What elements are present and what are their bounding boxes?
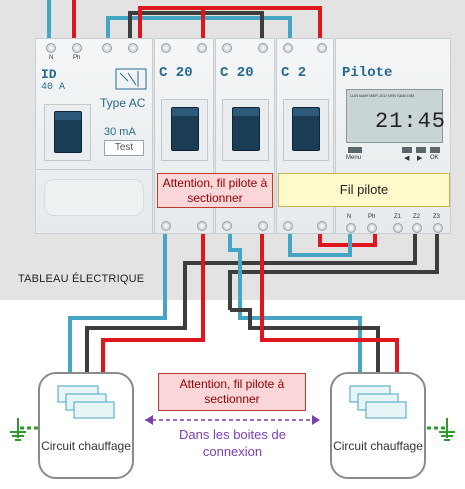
terminal-screw [72, 43, 82, 53]
ok-key-label: OK [430, 155, 439, 161]
pilot-output-wire [318, 232, 377, 247]
breaker-toggle[interactable] [292, 107, 320, 151]
terminal-label-ph: Ph [368, 214, 376, 220]
terminal-screw [102, 43, 112, 53]
terminal-screw [283, 43, 293, 53]
arrow-left-icon: ◀ [404, 155, 410, 162]
breaker-title: C 20 [220, 65, 254, 81]
c20-b-phase [260, 232, 399, 372]
module-lower-face [44, 179, 144, 216]
c20-a-neutral [68, 232, 167, 372]
terminal-screw [317, 221, 327, 231]
terminal-label-n: N [49, 55, 54, 61]
terminal-label-z1: Z1 [394, 214, 402, 220]
programmer-display: LUN MAR MER JEU VEN SAM DIM 21:45 [346, 89, 447, 143]
terminal-screw [283, 221, 293, 231]
main-toggle[interactable] [54, 111, 82, 153]
heater-label: Circuit chauffage [333, 439, 423, 453]
sensitivity-label: 30 mA [104, 126, 136, 138]
terminal-screw [433, 223, 443, 233]
terminal-screw [46, 43, 56, 53]
menu-key[interactable] [348, 147, 362, 153]
programmer-title: Pilote [342, 65, 393, 81]
terminal-screw [258, 43, 268, 53]
panel-label: TABLEAU ÉLECTRIQUE [18, 273, 145, 285]
terminal-screw [367, 223, 377, 233]
display-days: LUN MAR MER JEU VEN SAM DIM [350, 93, 415, 98]
terminal-screw [222, 221, 232, 231]
module-divider [36, 169, 152, 170]
panel-warning-callout: Attention, fil pilote à sectionner [157, 173, 273, 208]
radiator-icon [349, 385, 407, 419]
terminal-screw [258, 221, 268, 231]
radiator-icon [57, 385, 115, 419]
terminal-screw [222, 43, 232, 53]
test-button[interactable]: Test [104, 140, 144, 156]
breaker-title: C 20 [159, 65, 193, 81]
circuit-symbol-icon [115, 68, 147, 90]
heater-label: Circuit chauffage [41, 439, 131, 453]
connection-box-note: Dans les boites de connexion [179, 427, 286, 459]
module-rating: 40 A [41, 82, 66, 93]
terminal-label-n: N [347, 214, 352, 220]
z3-pilot-wire [228, 232, 439, 310]
display-time: 21:45 [375, 109, 447, 134]
top-phase-bridge [138, 6, 322, 40]
connection-arrow [145, 415, 320, 425]
terminal-screw [128, 43, 138, 53]
terminal-label-z3: Z3 [433, 214, 441, 220]
terminal-screw [393, 223, 403, 233]
terminal-screw [317, 43, 327, 53]
earth-left [10, 418, 38, 441]
top-neutral-bridge [106, 16, 292, 40]
c20-a-pilot [85, 300, 187, 372]
earth-right [427, 418, 455, 441]
ok-key[interactable] [430, 147, 440, 153]
terminal-screw [161, 43, 171, 53]
terminal-screw [161, 221, 171, 231]
heater-circuit-right: Circuit chauffage [330, 372, 426, 479]
c20-b-pilot [230, 308, 380, 372]
menu-key-label: Menu [346, 155, 362, 161]
module-title: ID [41, 67, 57, 82]
arrow-right-icon: ▶ [417, 155, 423, 162]
middle-warning-callout: Attention, fil pilote à sectionner [158, 373, 306, 411]
terminal-screw [412, 223, 422, 233]
terminal-screw [346, 223, 356, 233]
breaker-title: C 2 [281, 65, 307, 81]
z2-pilot-wire [183, 232, 417, 300]
right-key[interactable] [416, 147, 426, 153]
terminal-label-z2: Z2 [413, 214, 421, 220]
breaker-toggle[interactable] [171, 107, 199, 151]
terminal-screw [197, 221, 207, 231]
terminal-label-ph: Ph [73, 55, 81, 61]
left-key[interactable] [402, 147, 412, 153]
module-type: Type AC [100, 96, 146, 110]
terminal-screw [197, 43, 207, 53]
breaker-toggle[interactable] [232, 107, 260, 151]
heater-circuit-left: Circuit chauffage [38, 372, 134, 479]
neutral-output-wire [288, 232, 352, 257]
c20-a-phase [101, 232, 205, 372]
pilot-wire-callout: Fil pilote [278, 173, 450, 207]
differential-switch: N Ph ID 40 A Type AC 30 mA Test [35, 38, 153, 234]
